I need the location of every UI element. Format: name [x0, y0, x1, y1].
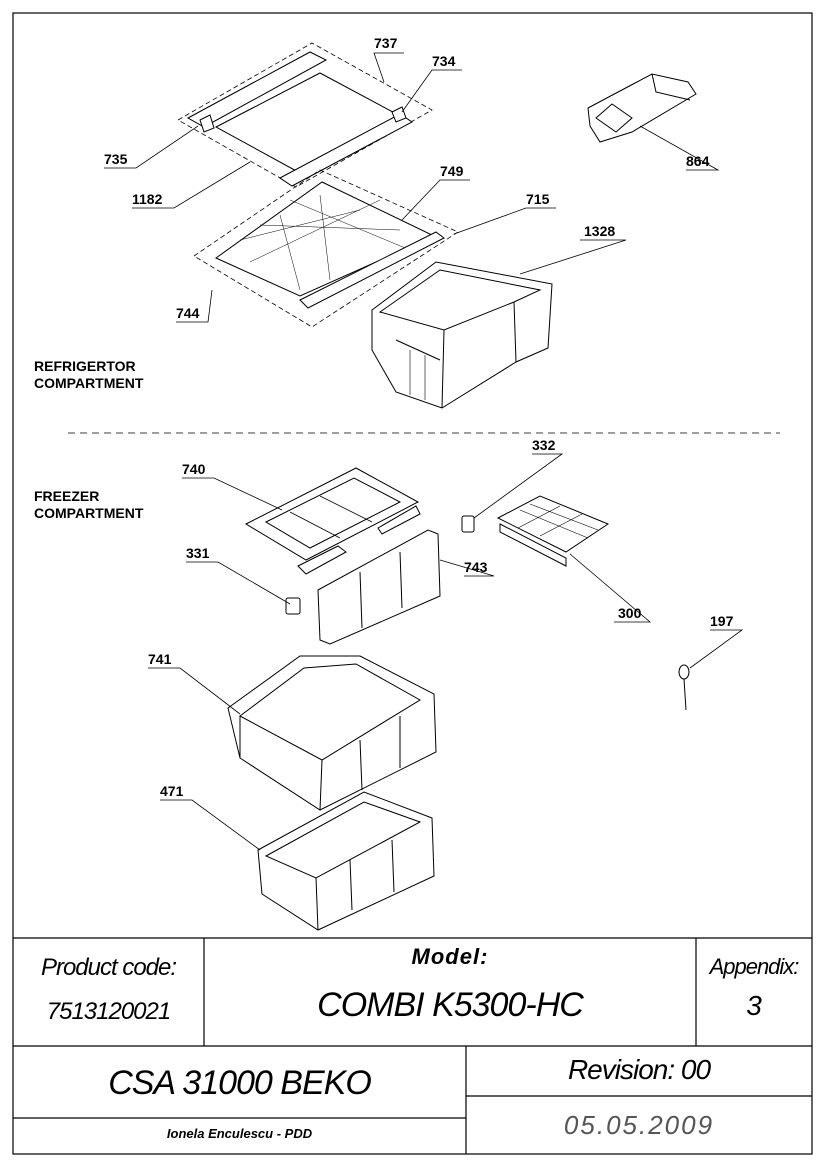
callout-331: 331 — [186, 545, 210, 561]
part-864 — [587, 73, 697, 143]
callout-737: 737 — [374, 35, 398, 51]
callout-197: 197 — [710, 613, 734, 629]
drawer-flap-743 — [317, 529, 441, 645]
glass-shelf-assembly-744 — [193, 169, 459, 328]
freezer-tray-740 — [244, 467, 421, 575]
refrigerator-section-title: REFRIGERTOR COMPARTMENT — [34, 358, 143, 392]
clip-332 — [461, 515, 475, 533]
callout-332: 332 — [532, 437, 556, 453]
revision-date: 05.05.2009 — [563, 1110, 715, 1140]
author: Ionela Enculescu - PDD — [166, 1126, 313, 1141]
ice-tray-300 — [496, 495, 610, 567]
freezer-drawer-741 — [227, 655, 437, 811]
callout-leaders — [104, 52, 744, 851]
refrigerator-title-line-2: COMPARTMENT — [34, 375, 144, 391]
callout-864: 864 — [686, 153, 710, 169]
csa-code: CSA 31000 BEKO — [108, 1064, 372, 1102]
freezer-section-title: FREEZER COMPARTMENT — [34, 488, 143, 522]
model-value: COMBI K5300-HC — [317, 986, 584, 1024]
model-label: Model: — [411, 944, 489, 969]
freezer-title-line-2: COMPARTMENT — [34, 505, 144, 521]
callout-1328: 1328 — [584, 223, 615, 239]
callout-300: 300 — [618, 605, 642, 621]
freezer-drawer-471 — [257, 791, 435, 931]
title-block-grid — [13, 937, 812, 1154]
callout-744: 744 — [176, 305, 200, 321]
callout-471: 471 — [160, 783, 184, 799]
clip-331 — [285, 597, 301, 615]
appendix-value: 3 — [746, 990, 762, 1021]
revision: Revision: 00 — [567, 1054, 711, 1085]
callout-734: 734 — [432, 53, 456, 69]
callout-740: 740 — [182, 461, 206, 477]
callout-1182: 1182 — [132, 191, 163, 207]
callout-715: 715 — [526, 191, 550, 207]
callout-743: 743 — [464, 559, 488, 575]
callout-749: 749 — [440, 163, 464, 179]
pin-197 — [678, 664, 690, 711]
callout-735: 735 — [104, 151, 128, 167]
appendix-label: Appendix: — [709, 954, 800, 979]
product-code-value: 7513120021 — [46, 998, 171, 1025]
product-code-label: Product code: — [40, 954, 177, 981]
freezer-title-line-1: FREEZER — [34, 488, 100, 504]
refrigerator-title-line-1: REFRIGERTOR — [34, 358, 136, 374]
crisper-drawer-1328 — [371, 261, 553, 409]
callout-741: 741 — [148, 651, 172, 667]
shelf-assembly-737 — [177, 42, 433, 188]
drawing-frame — [12, 12, 813, 1155]
